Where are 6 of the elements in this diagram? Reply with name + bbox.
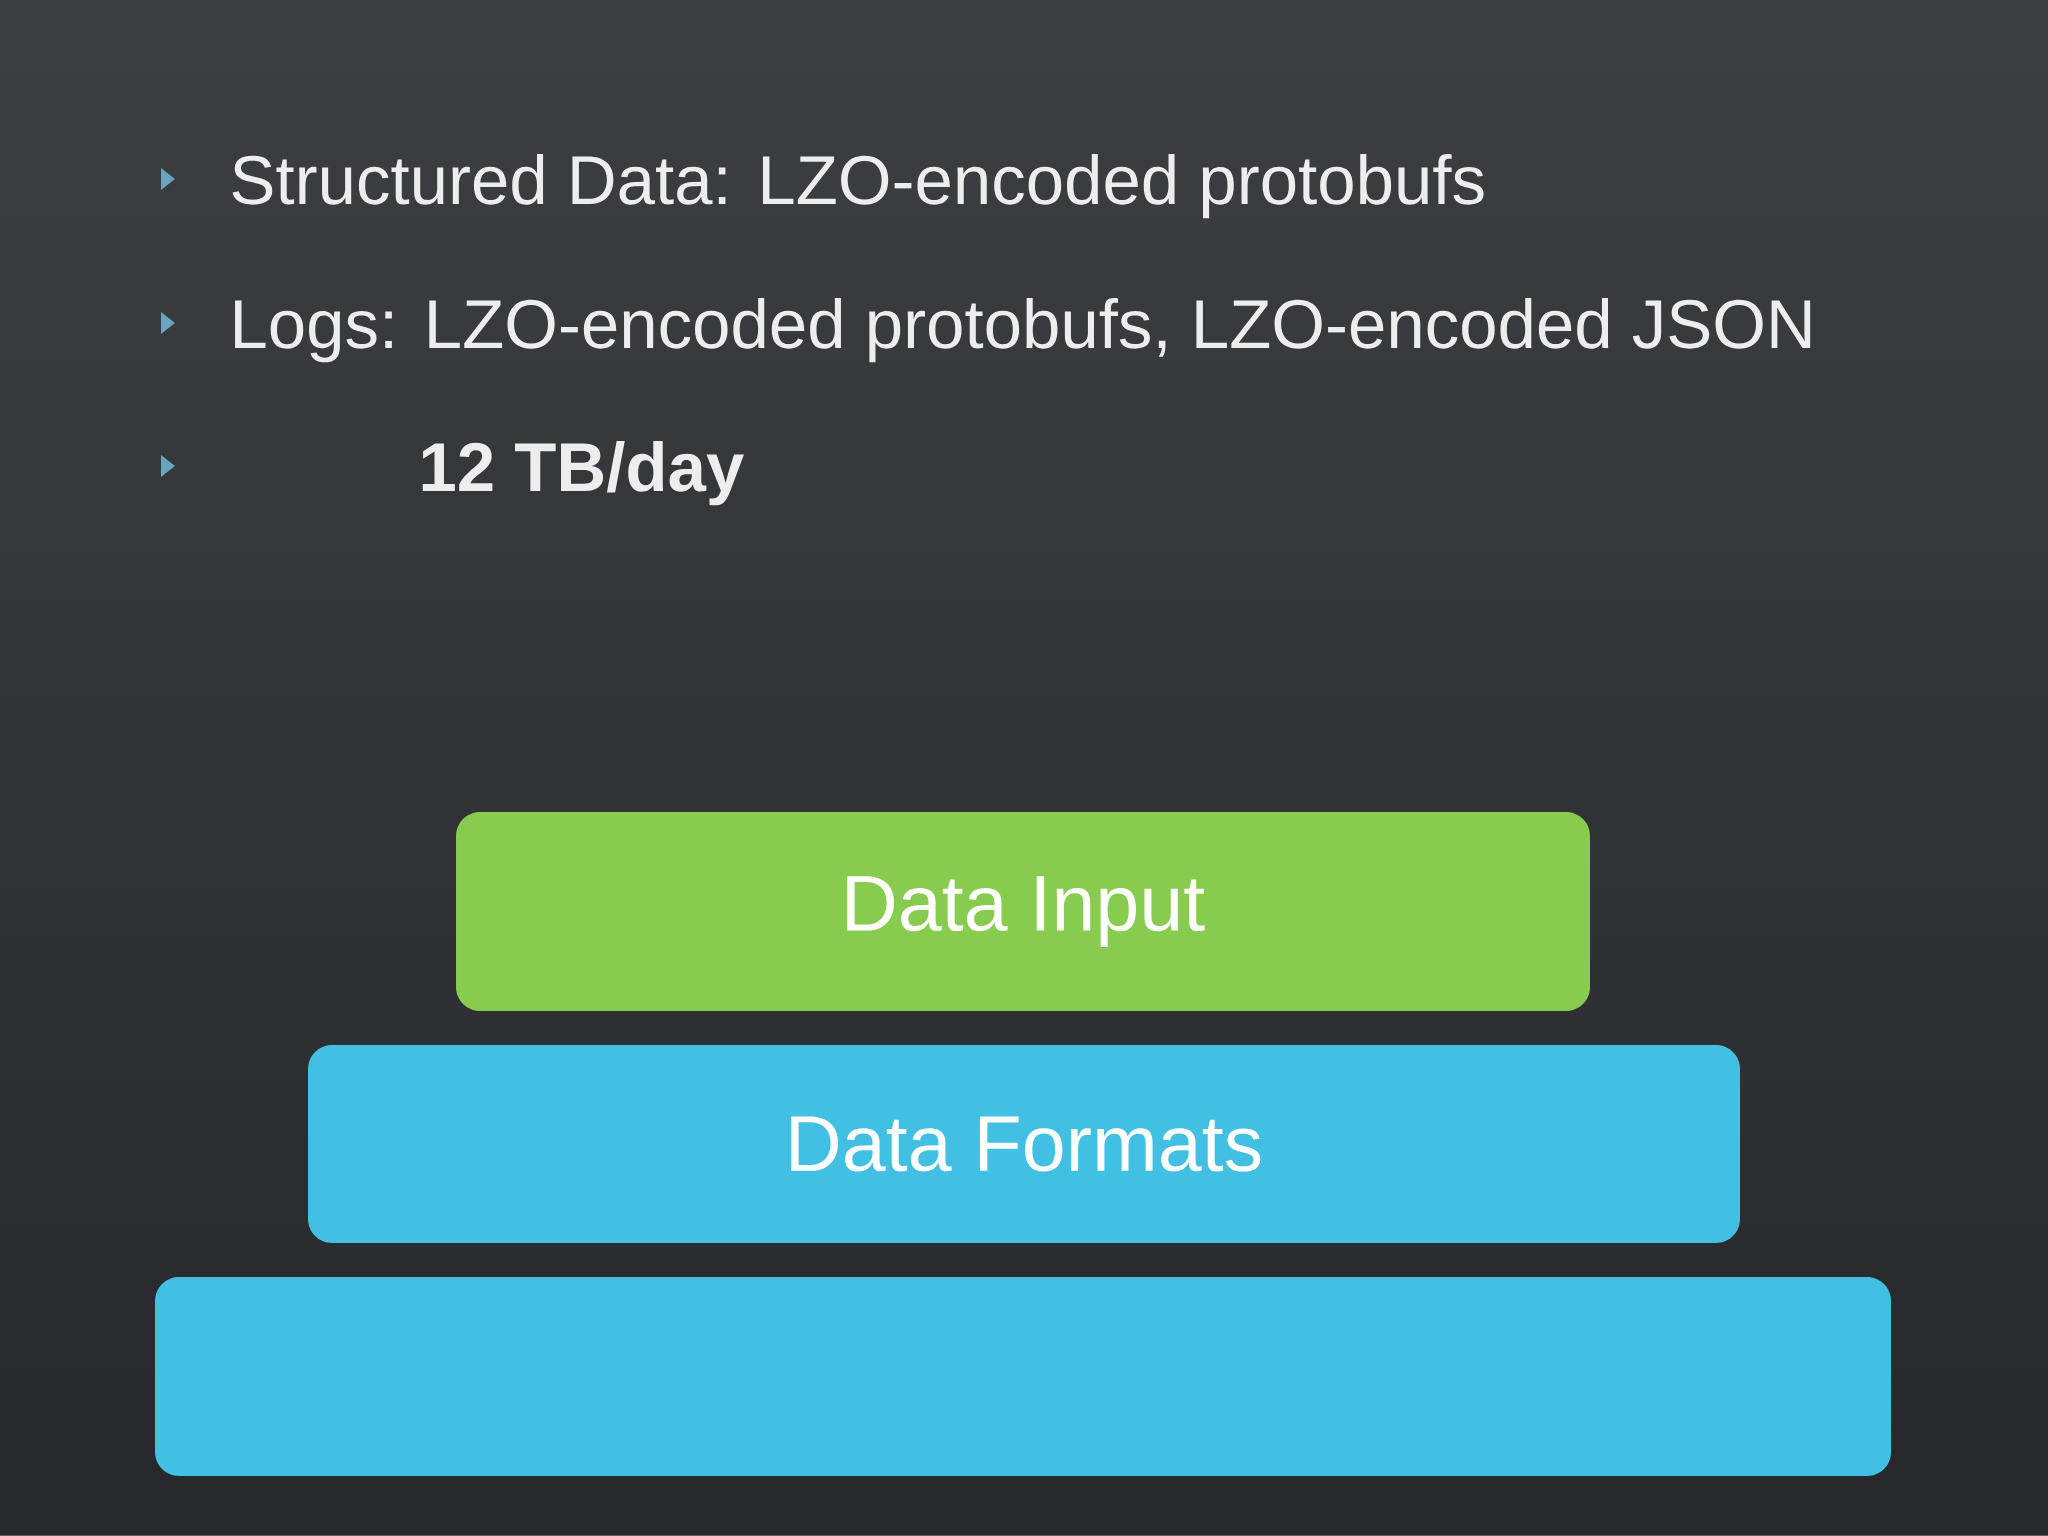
bullet-text: Structured Data: LZO-encoded protobufs	[232, 154, 1484, 219]
layer-box: Data Formats	[308, 1045, 1741, 1243]
bullet-text: Logs: LZO-encoded protobufs, LZO-encoded JSON	[235, 298, 1811, 363]
layer-box	[155, 1277, 1892, 1476]
bullet-text: 12 TB/day	[422, 441, 744, 506]
layer-box: Data Input	[456, 812, 1590, 1011]
